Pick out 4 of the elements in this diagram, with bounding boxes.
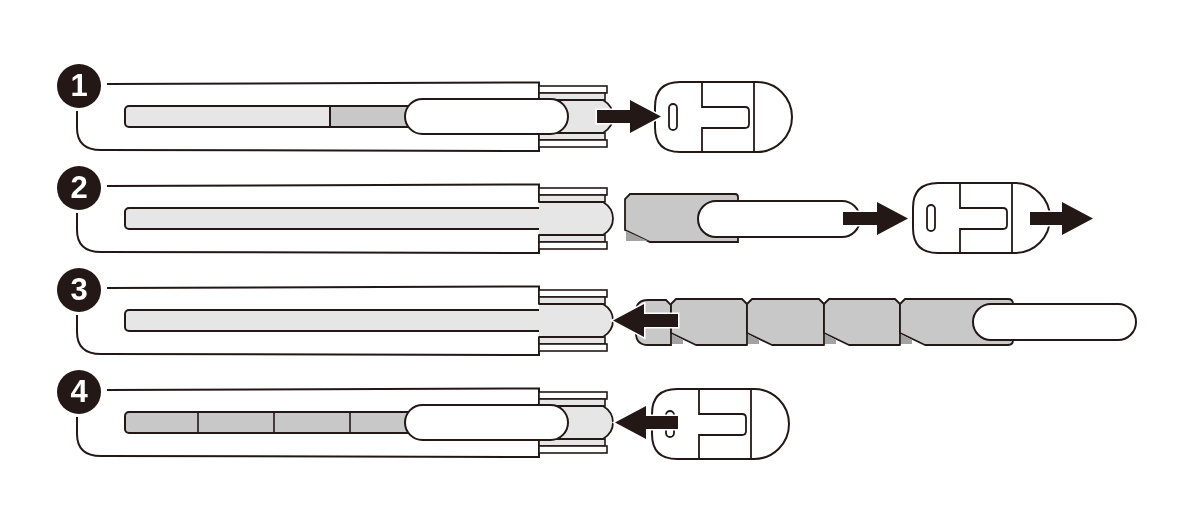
step-number: 3 — [57, 268, 101, 312]
step-number: 1 — [57, 64, 101, 108]
step-number: 4 — [57, 370, 101, 414]
step-number: 2 — [57, 166, 101, 210]
